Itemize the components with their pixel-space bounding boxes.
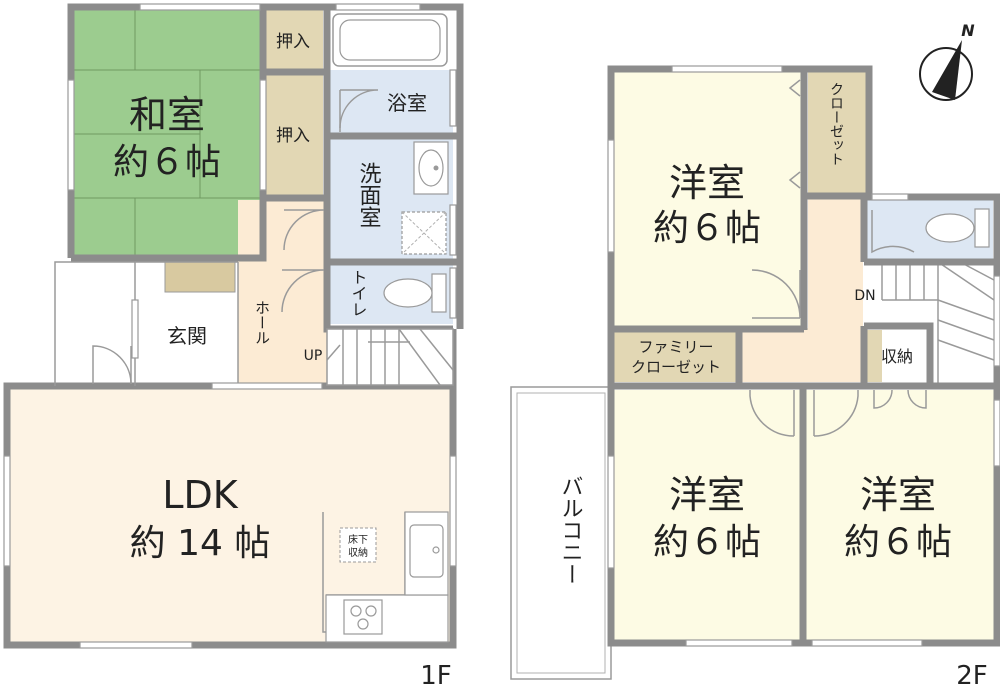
north-arrow-icon: N	[919, 21, 975, 101]
washitsu-size: 約６帖	[113, 142, 221, 183]
family-closet-label-2: クローゼット	[631, 358, 721, 376]
room-br-floor	[806, 390, 994, 640]
compass-label: N	[961, 21, 975, 40]
washroom-label: 洗面室	[356, 162, 382, 228]
floor-2-windows	[607, 65, 1000, 647]
room-top-size: 約６帖	[653, 208, 761, 249]
floor-2-walls	[607, 65, 1000, 647]
floor-1-plan: 和室 約６帖 押入 押入 浴室 洗面室 トイレ ホール UP 玄関 LDK 約 …	[3, 3, 464, 691]
floor-2-label: 2F	[956, 661, 988, 691]
floor-2-doors	[749, 79, 927, 437]
floor-2-plan: 洋室 約６帖 クローゼット DN ファミリー クローゼット 収納 バルコニー 洋…	[510, 65, 1000, 691]
bath-floor	[327, 70, 453, 136]
room-top-label: 洋室	[669, 161, 745, 205]
entrance-step	[164, 261, 236, 293]
stove-icon	[343, 599, 383, 635]
room-bl-size: 約６帖	[653, 522, 761, 563]
underfloor-label-1: 床下	[348, 533, 368, 546]
hall-label: ホール	[253, 300, 271, 345]
toilet-label: トイレ	[349, 269, 368, 317]
washer-pan-icon	[401, 211, 447, 255]
balcony	[510, 386, 612, 680]
stairs-2f	[881, 261, 995, 386]
kitchen-sink-icon	[409, 524, 444, 578]
storage-label: 収納	[881, 347, 913, 366]
sink-icon	[413, 141, 449, 195]
stairs-up-label: UP	[304, 348, 323, 364]
balcony-label: バルコニー	[558, 475, 583, 585]
closet-top-floor	[808, 72, 866, 194]
toilet-2f-icon	[925, 208, 990, 248]
hall-floor	[238, 200, 327, 386]
washitsu-label: 和室	[129, 93, 205, 137]
underfloor-label-2: 収納	[348, 546, 368, 559]
room-br-label: 洋室	[860, 473, 936, 517]
closet-label: クローゼット	[828, 82, 844, 166]
family-closet-label-1: ファミリー	[638, 338, 713, 356]
ldk-label: LDK	[162, 473, 238, 517]
tatami-lines	[71, 10, 263, 258]
stairs-down-label: DN	[854, 288, 875, 304]
floor-1-windows	[3, 3, 457, 649]
hall-2f-floor-b	[739, 328, 867, 382]
room-bl-floor	[614, 390, 800, 640]
room-bl-label: 洋室	[669, 473, 745, 517]
entrance-label: 玄関	[167, 324, 207, 348]
ldk-size: 約 14 帖	[130, 523, 271, 564]
oshiire-top-floor	[263, 10, 323, 70]
floor-1-doors	[92, 89, 379, 385]
floor-1-label: 1F	[420, 661, 452, 691]
underfloor-storage-box	[339, 527, 377, 563]
family-closet-floor	[614, 330, 736, 382]
stairs-1f	[326, 328, 454, 386]
bathtub-icon	[332, 13, 448, 67]
oshiire-mid-label: 押入	[276, 126, 310, 146]
room-br-size: 約６帖	[844, 522, 952, 563]
bath-label: 浴室	[387, 91, 427, 115]
toilet-icon	[383, 273, 447, 313]
room-top-floor	[614, 72, 804, 328]
oshiire-mid-floor	[263, 74, 323, 198]
oshiire-top-label: 押入	[276, 32, 310, 52]
